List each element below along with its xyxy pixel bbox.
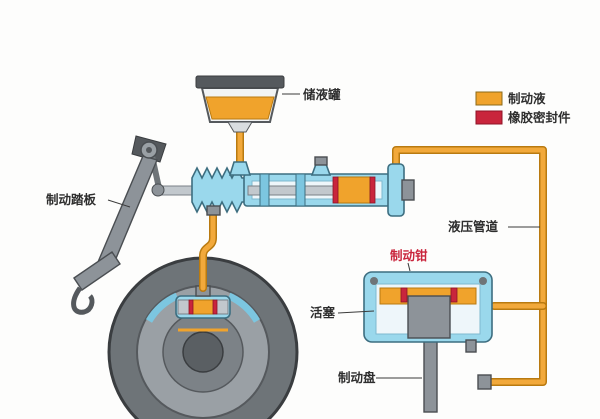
pedal-pad [73, 251, 121, 291]
brake-pedal [71, 135, 167, 315]
master-cylinder [155, 156, 415, 217]
cylinder-seal-right [369, 176, 376, 204]
pedal-arm [97, 155, 158, 269]
caliper-bolt-left [370, 277, 378, 285]
pedal-hook [71, 286, 95, 315]
wheel-cylinder-seal-left [188, 299, 194, 315]
legend-label-rubber-seal: 橡胶密封件 [508, 110, 571, 125]
cylinder-fluid-chamber [337, 176, 371, 204]
wheel-cylinder-seal-right [212, 299, 218, 315]
cylinder-ring-1 [259, 173, 270, 207]
legend: 制动液 橡胶密封件 [475, 91, 571, 125]
brake-shoe-right [227, 292, 261, 323]
leader-piston [337, 310, 375, 314]
caliper-piston [407, 295, 451, 339]
hydraulic-pipes [199, 124, 547, 390]
cylinder-seal-left [332, 176, 339, 204]
caliper-seal-right [450, 287, 458, 303]
label-piston: 活塞 [310, 305, 336, 320]
wheel-cylinder-fluid [191, 299, 215, 315]
caliper-bleeder [465, 339, 477, 353]
leader-pedal [107, 199, 131, 208]
caliper-seal-left [400, 287, 408, 303]
label-brake-caliper: 制动钳 [390, 248, 428, 263]
legend-swatch-brake-fluid [475, 91, 503, 106]
label-reservoir: 储液罐 [302, 87, 341, 102]
legend-label-brake-fluid: 制动液 [508, 91, 546, 106]
brake-caliper [363, 271, 493, 353]
reservoir-fluid [205, 96, 275, 120]
reservoir-rim [195, 75, 285, 89]
rod-clevis [151, 183, 165, 197]
drum-center-hole [182, 331, 224, 373]
pipe-end-fitting [477, 374, 492, 390]
leader-lines [107, 93, 540, 379]
wheel-cylinder-piston-right [215, 299, 229, 315]
legend-swatch-rubber-seal [475, 110, 503, 125]
label-brake-disc: 制动盘 [338, 370, 376, 385]
pipe-to-drum [200, 207, 216, 291]
leader-caliper [407, 262, 411, 272]
secondary-port-cap [314, 156, 328, 166]
bottom-outlet [206, 205, 221, 216]
label-hydraulic-line: 液压管道 [448, 219, 499, 234]
cylinder-end-fitting [401, 179, 415, 201]
wheel-cylinder-piston-left [177, 299, 191, 315]
pedal-pivot-pin [146, 147, 152, 153]
pipe-to-caliper [393, 147, 546, 385]
caliper-bolt-right [479, 277, 487, 285]
reservoir-neck [227, 121, 253, 133]
label-brake-pedal: 制动踏板 [46, 192, 97, 207]
brake-shoe-left [145, 292, 179, 323]
cylinder-ring-2 [295, 173, 306, 207]
reservoir-port [228, 161, 252, 176]
fluid-reservoir [195, 75, 285, 133]
